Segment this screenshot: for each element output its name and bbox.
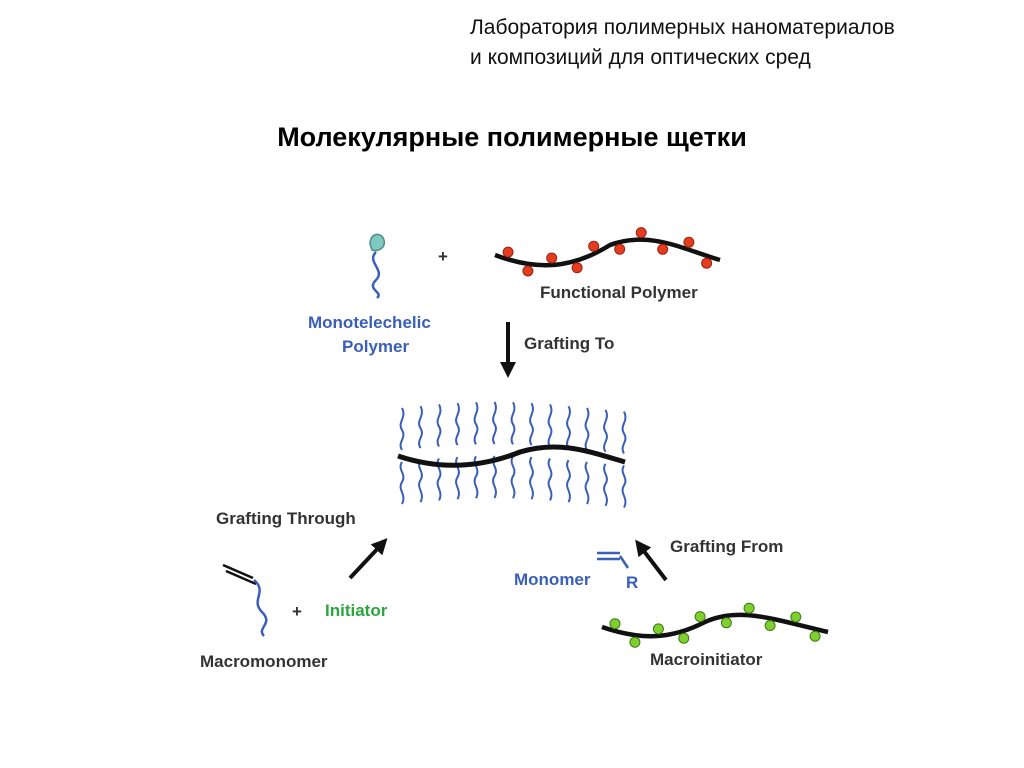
lab-name-line-2: и композиций для оптических сред [470,46,811,69]
backbone-dot [743,602,755,614]
brush-chain-lower [621,464,627,508]
brush-chain-upper [418,405,423,449]
backbone-dot [652,623,664,635]
grafting-to-label: Grafting To [524,334,614,353]
backbone-dot [809,630,821,642]
backbone-dot [609,618,621,630]
functional-polymer-label: Functional Polymer [540,283,698,302]
backbone-dot [629,636,641,648]
brush-chain-lower [529,456,534,500]
initiator-label: Initiator [325,601,388,620]
brush-chain-lower [399,461,405,505]
macromonomer-molecule [222,563,268,637]
initiating-site-dots [609,602,821,648]
backbone-dot [522,265,534,277]
monotelechelic-polymer-chain [369,233,386,299]
backbone-dot [694,611,706,623]
macroinitiator-label: Macroinitiator [650,650,763,669]
monomer-molecule [597,551,630,569]
backbone-dot [720,617,732,629]
grafting-from-label: Grafting From [670,537,783,556]
monotelechelic-label-line-1: Monotelechelic [308,313,431,332]
brush-chain-lower [603,463,608,507]
brush-chain-upper [603,409,608,453]
monotelechelic-label-line-2: Polymer [342,337,409,356]
backbone-dot [701,257,713,269]
brush-chain-upper [621,411,627,455]
brush-chain-upper [492,401,497,445]
backbone-dot [635,227,647,239]
macromonomer-label: Macromonomer [200,652,328,671]
backbone-dot [588,240,600,252]
brush-chain-upper [566,405,571,449]
brush-chain-lower [547,457,553,501]
brush-chain-upper [455,402,460,446]
slide-title: Молекулярные полимерные щетки [277,122,747,152]
brush-backbone [397,444,626,468]
brush-chain-upper [584,407,590,451]
backbone-dot [790,611,802,623]
backbone-dot [502,246,514,258]
brush-chain-lower [566,459,571,503]
functional-polymer [494,227,721,277]
plus-sign-bottom: + [292,602,302,621]
brush-chain-upper [473,401,479,445]
monomer-label: Monomer [514,570,591,589]
monomer-r-group: R [626,573,638,592]
macroinitiator [601,602,829,648]
grafting-through-label: Grafting Through [216,509,356,528]
brush-chain-upper [399,407,405,451]
backbone-dot [657,243,669,255]
lab-name-line-1: Лаборатория полимерных наноматериалов [470,16,895,39]
backbone-dot [683,236,695,248]
grafting-through-arrow [348,538,388,580]
backbone-dot [764,620,776,631]
brush-chain-lower [510,455,516,499]
backbone-dot [546,252,558,264]
backbone-dot [614,243,626,255]
brush-chain-upper [529,402,534,446]
plus-sign-top: + [438,247,448,266]
backbone-dot [571,262,583,274]
backbone-dot [678,632,690,644]
brush-chain-upper [547,404,553,448]
brush-chain-lower [418,459,423,503]
brush-chain-upper [436,404,442,448]
grafting-from-arrow [635,539,668,582]
brush-chain-upper [510,401,516,445]
polymer-brush [397,401,627,508]
functional-group-dots [502,227,713,277]
brush-chain-lower [584,461,590,505]
